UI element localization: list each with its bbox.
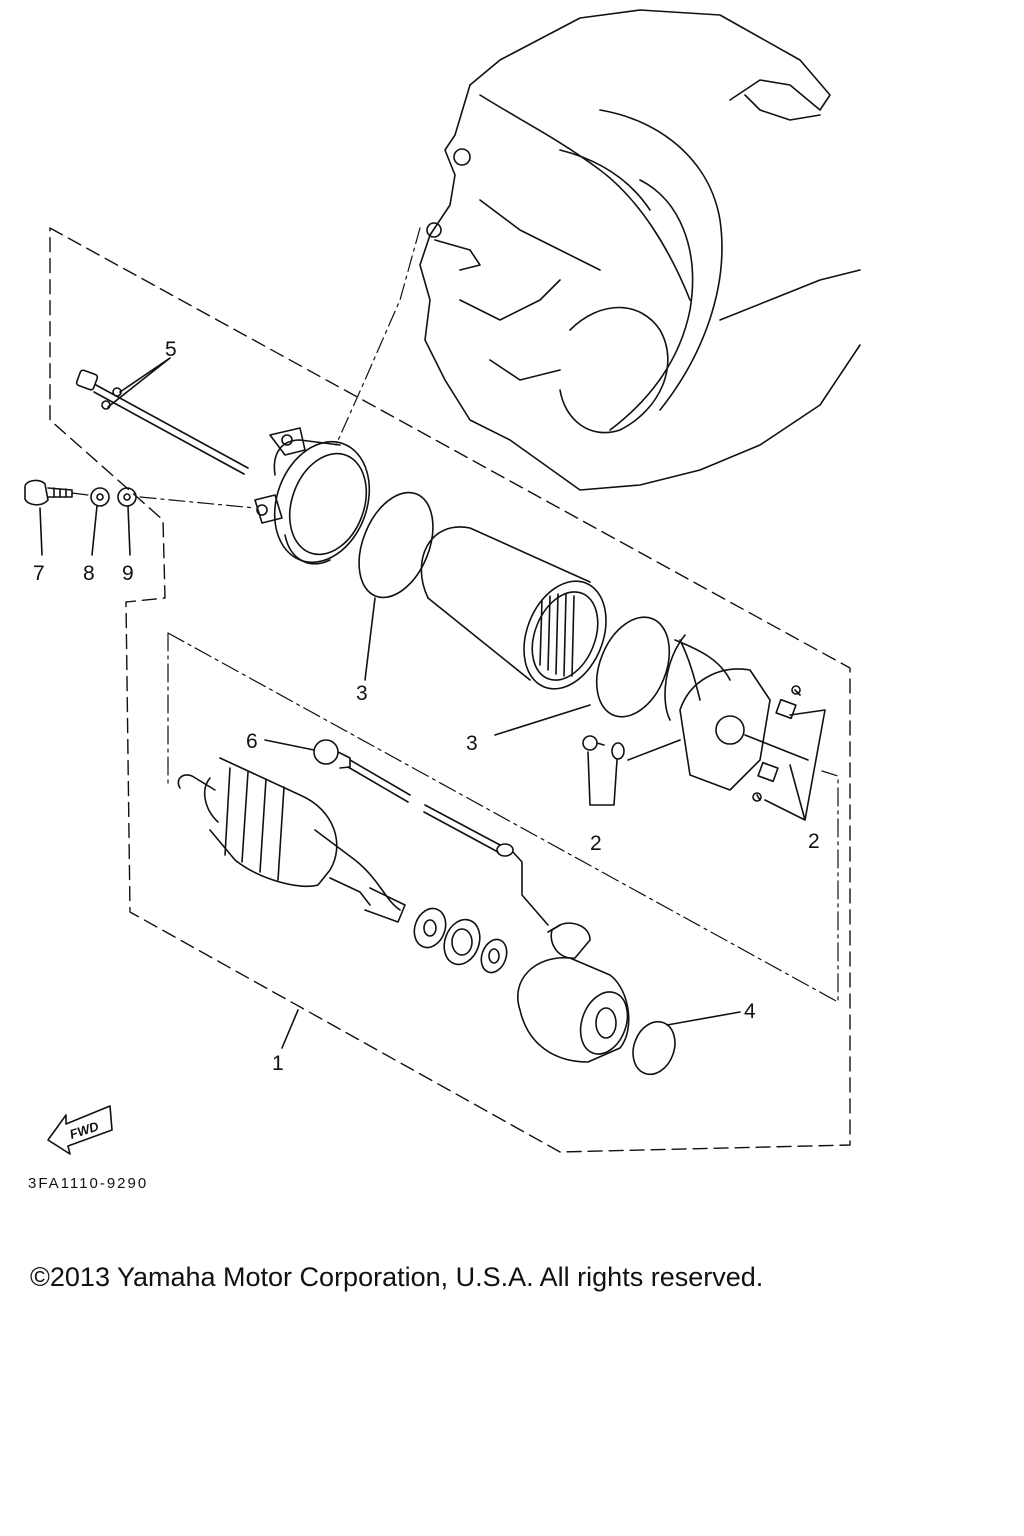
brush-leader-line (627, 739, 681, 761)
screw-2 (582, 735, 605, 751)
callout-2a-leader (587, 751, 618, 806)
callout-8-leader (91, 505, 98, 556)
callout-3b-leader (494, 704, 591, 736)
bolt-7 (24, 479, 73, 506)
callout-7-leader (39, 507, 43, 556)
callout-9-leader (127, 505, 131, 556)
callout-8: 8 (83, 562, 95, 585)
callout-3b: 3 (466, 732, 478, 755)
washer-2 (611, 742, 625, 760)
callout-3a-leader (364, 597, 376, 681)
mount-leader-line (335, 227, 421, 446)
callout-1-leader (281, 1009, 299, 1049)
armature (177, 757, 406, 923)
starter-motor-exploded-diagram: FWD 5 7 8 9 3 3 6 2 2 4 1 3FA1110-9290 (24, 9, 861, 1192)
assembly-boundary (49, 227, 851, 1153)
o-ring-3-front (358, 491, 434, 599)
armature-washers (413, 907, 508, 974)
callout-6: 6 (246, 730, 258, 753)
armature-group-boundary (167, 632, 839, 1003)
callout-2b: 2 (808, 830, 820, 853)
fwd-arrow-icon: FWD (47, 1105, 113, 1155)
crankcase-outline (419, 9, 861, 491)
copyright-notice: ©2013 Yamaha Motor Corporation, U.S.A. A… (30, 1262, 764, 1292)
reference-code: 3FA1110-9290 (28, 1175, 148, 1192)
rear-cover (517, 922, 630, 1063)
callout-labels: 5 7 8 9 3 3 6 2 2 4 1 3FA1110-9290 (28, 338, 820, 1192)
bolt-leader-line (71, 492, 256, 509)
callout-5-leader (107, 357, 171, 408)
brush-holder (664, 634, 801, 802)
yoke-housing (420, 526, 607, 690)
washer-8 (90, 487, 110, 507)
through-bolts (75, 369, 249, 475)
terminal-lead-6 (313, 739, 549, 926)
callout-5: 5 (165, 338, 177, 361)
o-ring-3-rear (595, 616, 671, 718)
front-cover (254, 427, 371, 565)
callout-4-leader (666, 1011, 741, 1026)
callout-7: 7 (33, 562, 45, 585)
callout-2a: 2 (590, 832, 602, 855)
callout-3a: 3 (356, 682, 368, 705)
o-ring-4 (632, 1020, 676, 1076)
callout-4: 4 (744, 1000, 756, 1023)
callout-6-leader (264, 739, 315, 751)
callout-9: 9 (122, 562, 134, 585)
washer-9 (117, 487, 137, 507)
callout-2b-leader (744, 709, 826, 821)
callout-1: 1 (272, 1052, 284, 1075)
